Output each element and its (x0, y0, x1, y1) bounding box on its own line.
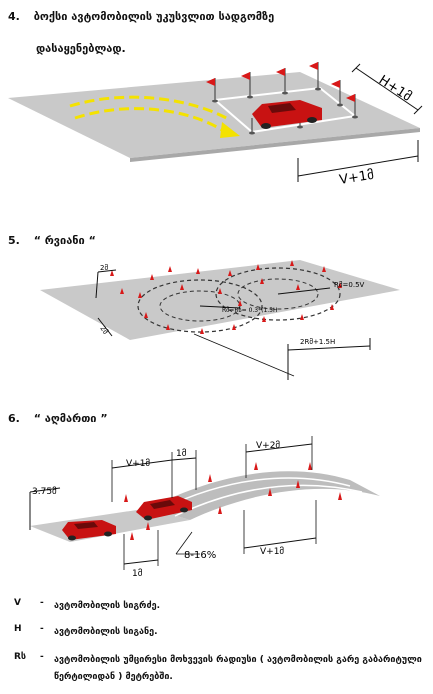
dim-label-length: V+1მ (338, 168, 375, 188)
car (62, 520, 116, 541)
flag-marker (331, 80, 343, 107)
dim-label-width: 2მ (98, 325, 109, 337)
dim-line-length (297, 155, 419, 177)
direction-arrow (74, 107, 223, 132)
legend-item-rs: Rს - ავტომობილის უმცირესი მოხვევის რადიუ… (14, 652, 424, 686)
dim-label-spacing: 2მ (100, 264, 108, 272)
label-outer: Rმ=0.5V (334, 281, 365, 289)
section-5-number: 5. (8, 234, 20, 247)
legend-text: ავტომობილის უმცირესი მოხვევის რადიუსი ( … (54, 655, 422, 682)
cone-set (124, 462, 342, 540)
pavement (40, 260, 400, 340)
legend-symbol: Rს (14, 652, 27, 662)
section-6-title-text: “ აღმართი ” (33, 412, 108, 425)
dim-label-box3: V+1მ (260, 546, 284, 557)
dim-label-width: H+1მ (376, 73, 414, 105)
flag-marker (309, 62, 321, 91)
slope-label: 8-16% (184, 550, 216, 561)
legend-symbol: V (14, 598, 21, 608)
label-bottom: 2Rმ+1.5H (300, 338, 335, 346)
car (136, 496, 192, 521)
loop-right (215, 267, 341, 321)
section-6-title: 6. “ აღმართი ” (8, 412, 108, 425)
section-6-diagram: 3.75მ V+1მ 1მ V+2მ V+1მ 1მ 8-16% (29, 436, 380, 579)
ramp (150, 471, 380, 520)
arrow-head (220, 122, 240, 138)
car (252, 100, 322, 129)
legend-dash: - (40, 624, 44, 634)
section-5-title: 5. “ რვიანი “ (8, 234, 96, 247)
flag-marker (346, 94, 358, 119)
flag-marker (206, 78, 218, 103)
legend-text: ავტომობილის სიგრძე. (54, 601, 160, 611)
section-4-diagram: H+1მ V+1მ (8, 62, 423, 188)
section-4-title-line1: ბოქსი ავტომობილის უკუსვლით სადგომზე (33, 10, 275, 23)
dim-line-width (355, 67, 419, 111)
section-6-number: 6. (8, 412, 20, 425)
legend-item-v: V - ავტომობილის სიგრძე. (14, 598, 160, 615)
cone-set (110, 260, 342, 334)
flag-marker (276, 68, 288, 95)
flag-marker (249, 118, 255, 135)
section-5-diagram: Rმ=Rს= 0.3*(1.5H Rმ=0.5V 2მ 2მ 2Rმ+1.5H (40, 260, 400, 380)
section-4-number: 4. (8, 10, 20, 23)
legend-symbol: H (14, 624, 22, 634)
legend-dash: - (40, 598, 44, 608)
loop-left (137, 279, 263, 333)
legend-text: ავტომობილის სიგანე. (54, 627, 158, 637)
dim-label-bottom-gap: 1მ (132, 568, 143, 579)
section-5-title-text: “ რვიანი “ (33, 234, 96, 247)
flag-marker (241, 72, 253, 99)
legend-item-h: H - ავტომობილის სიგანე. (14, 624, 158, 641)
dim-label-gap1: 1მ (176, 448, 187, 459)
dim-label-box1: V+1მ (126, 458, 150, 469)
dim-label-box2: V+2მ (256, 440, 280, 451)
section-4-title: 4. ბოქსი ავტომობილის უკუსვლით სადგომზე (8, 10, 274, 23)
dim-label-lane-width: 3.75მ (32, 486, 57, 497)
section-4-title-line2: დასაყენებლად. (36, 42, 126, 55)
pavement (8, 72, 420, 158)
legend-dash: - (40, 652, 44, 662)
label-inner-radius: Rმ=Rს= 0.3*(1.5H (222, 307, 278, 314)
